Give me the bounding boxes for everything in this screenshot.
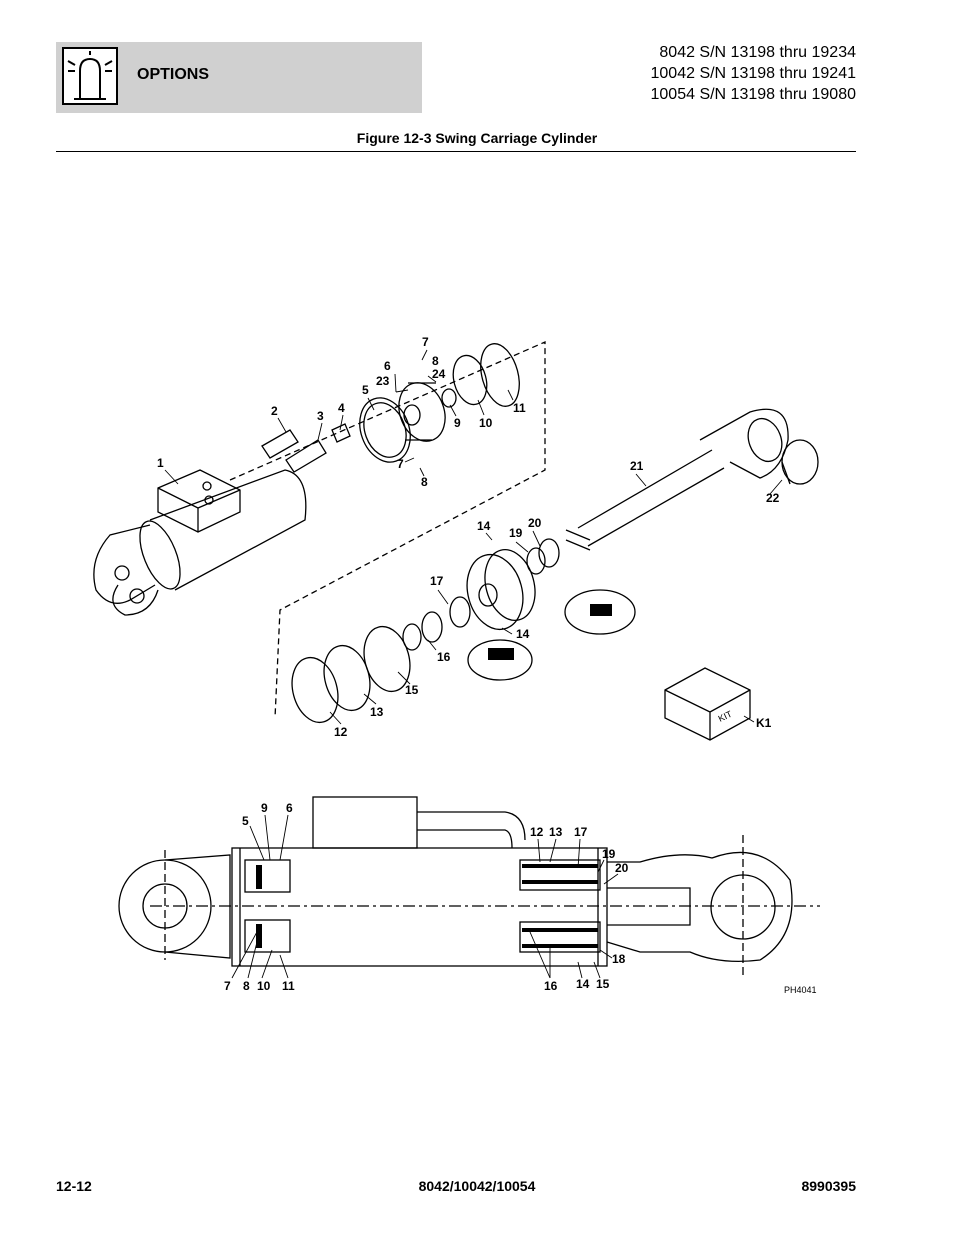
serial-range: 8042 S/N 13198 thru 19234: [659, 44, 856, 61]
exploded-view: [93, 341, 819, 741]
callout-label: 7: [422, 335, 429, 349]
callout-label: K1: [756, 716, 772, 730]
callout-label: 2: [271, 404, 278, 418]
callout-label: 7: [224, 979, 231, 993]
callout-label: 13: [370, 705, 384, 719]
section-title: OPTIONS: [137, 66, 210, 83]
callout-label: 10: [479, 416, 493, 430]
callout-label: 16: [544, 979, 558, 993]
drawing-id: PH4041: [784, 985, 817, 995]
section-view: [118, 796, 820, 975]
callout-label: 14: [477, 519, 491, 533]
callout-label: 21: [630, 459, 644, 473]
header-rule: [56, 151, 856, 152]
callout-label: 15: [596, 977, 610, 991]
callout-label: 3: [317, 409, 324, 423]
callout-label: 5: [242, 814, 249, 828]
callout-label: 24: [432, 367, 446, 381]
serial-range: 10054 S/N 13198 thru 19080: [650, 86, 857, 103]
callout-label: 15: [405, 683, 419, 697]
callout-label: 17: [574, 825, 588, 839]
callout-label: 13: [549, 825, 563, 839]
callout-label: 11: [513, 401, 526, 415]
callout-label: 6: [286, 801, 293, 815]
serial-range: 10042 S/N 13198 thru 19241: [650, 65, 857, 82]
callout-label: 8: [243, 979, 250, 993]
section-hatch: [256, 604, 612, 948]
callout-label: 14: [516, 627, 530, 641]
callout-label: 8: [432, 354, 439, 368]
page-number: 12-12: [56, 1178, 92, 1194]
section-callouts: 5 9 6 7 8 10 11 12 13 17 19 20 18 16 14 …: [224, 801, 629, 993]
figure-title: Figure 12-3 Swing Carriage Cylinder: [356, 130, 598, 146]
options-light-icon: [62, 47, 118, 105]
callout-label: 1: [157, 456, 164, 470]
callout-label: 20: [615, 861, 629, 875]
callout-label: 17: [430, 574, 444, 588]
callout-label: 12: [334, 725, 348, 739]
callout-label: 8: [421, 475, 428, 489]
callout-label: 16: [437, 650, 451, 664]
serial-ranges: 8042 S/N 13198 thru 19234 10042 S/N 1319…: [651, 42, 857, 105]
exploded-callouts: 1 2 3 4 5 6 23 7 8 24 9 10 11 7 8 21 22 …: [157, 335, 780, 739]
callout-label: 5: [362, 383, 369, 397]
callout-label: 18: [612, 952, 626, 966]
callout-label: 14: [576, 977, 590, 991]
callout-label: 22: [766, 491, 780, 505]
callout-label: 19: [509, 526, 523, 540]
callout-label: 20: [528, 516, 542, 530]
callout-label: 10: [257, 979, 271, 993]
callout-label: 12: [530, 825, 544, 839]
callout-label: 9: [454, 416, 461, 430]
manual-part-number: 8990395: [801, 1178, 856, 1194]
callout-label: 9: [261, 801, 268, 815]
callout-label: 6: [384, 359, 391, 373]
callout-label: 7: [397, 457, 404, 471]
kit-box-label: KIT: [717, 709, 734, 724]
callout-label: 11: [282, 979, 295, 993]
model-numbers: 8042/10042/10054: [418, 1178, 536, 1194]
leader-lines: [164, 349, 783, 979]
callout-label: 19: [602, 847, 616, 861]
callout-label: 4: [338, 401, 345, 415]
callout-label: 23: [376, 374, 390, 388]
